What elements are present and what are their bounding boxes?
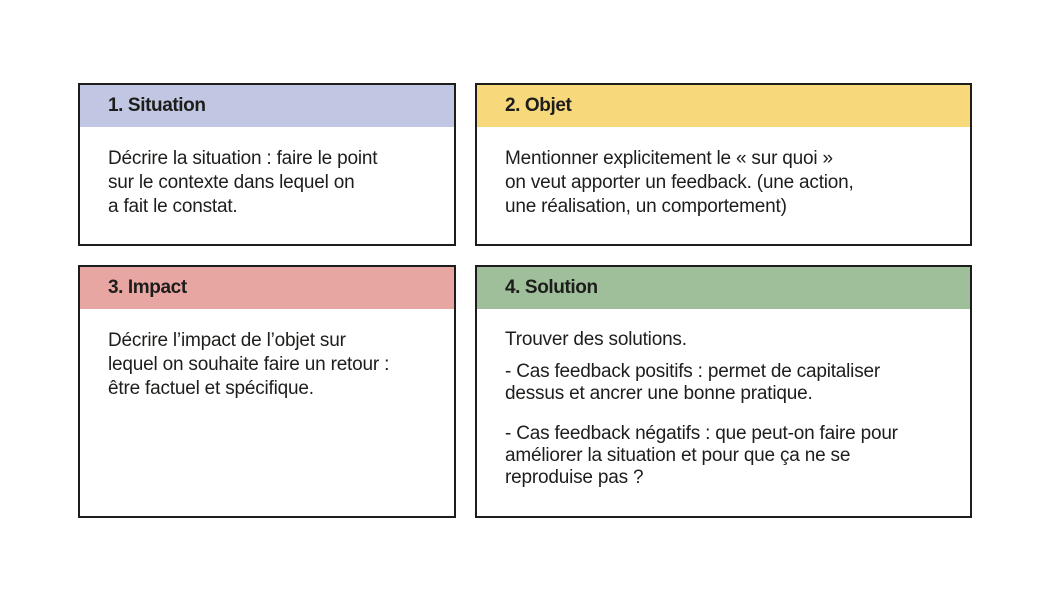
card-text-line: on veut apporter un feedback. (une actio… [505, 172, 854, 193]
card-impact-paragraph: Décrire l’impact de l’objet sur lequel o… [108, 329, 434, 401]
card-text-line: lequel on souhaite faire un retour : [108, 354, 390, 375]
card-impact-header: 3. Impact [80, 267, 454, 309]
card-solution-body: Trouver des solutions. - Cas feedback po… [477, 309, 970, 489]
card-text-line: une réalisation, un comportement) [505, 196, 787, 217]
card-objet-header: 2. Objet [477, 85, 970, 127]
card-text-line: Trouver des solutions. [505, 329, 687, 350]
card-text-line: a fait le constat. [108, 196, 238, 217]
card-objet-title: 2. Objet [505, 95, 572, 116]
card-situation: 1. Situation Décrire la situation : fair… [78, 83, 456, 246]
card-objet: 2. Objet Mentionner explicitement le « s… [475, 83, 972, 246]
card-objet-body: Mentionner explicitement le « sur quoi »… [477, 127, 970, 219]
card-situation-paragraph: Décrire la situation : faire le point su… [108, 147, 434, 219]
card-text-line: dessus et ancrer une bonne pratique. [505, 383, 813, 404]
card-situation-title: 1. Situation [108, 95, 206, 116]
card-text-line: Mentionner explicitement le « sur quoi » [505, 148, 833, 169]
card-objet-paragraph: Mentionner explicitement le « sur quoi »… [505, 147, 950, 219]
card-solution: 4. Solution Trouver des solutions. - Cas… [475, 265, 972, 518]
card-text-line: Décrire la situation : faire le point [108, 148, 378, 169]
card-text-line: être factuel et spécifique. [108, 378, 314, 399]
card-impact-body: Décrire l’impact de l’objet sur lequel o… [80, 309, 454, 401]
card-impact-title: 3. Impact [108, 277, 187, 298]
card-solution-positive: - Cas feedback positifs : permet de capi… [505, 361, 950, 405]
card-impact: 3. Impact Décrire l’impact de l’objet su… [78, 265, 456, 518]
card-text-line: - Cas feedback négatifs : que peut-on fa… [505, 423, 898, 444]
card-solution-title: 4. Solution [505, 277, 598, 298]
card-text-line: améliorer la situation et pour que ça ne… [505, 445, 851, 466]
card-situation-header: 1. Situation [80, 85, 454, 127]
card-solution-header: 4. Solution [477, 267, 970, 309]
card-solution-intro: Trouver des solutions. [505, 329, 950, 351]
card-text-line: Décrire l’impact de l’objet sur [108, 330, 346, 351]
card-text-line: sur le contexte dans lequel on [108, 172, 355, 193]
card-solution-negative: - Cas feedback négatifs : que peut-on fa… [505, 423, 950, 489]
card-text-line: - Cas feedback positifs : permet de capi… [505, 361, 880, 382]
card-situation-body: Décrire la situation : faire le point su… [80, 127, 454, 219]
card-text-line: reproduise pas ? [505, 467, 644, 488]
